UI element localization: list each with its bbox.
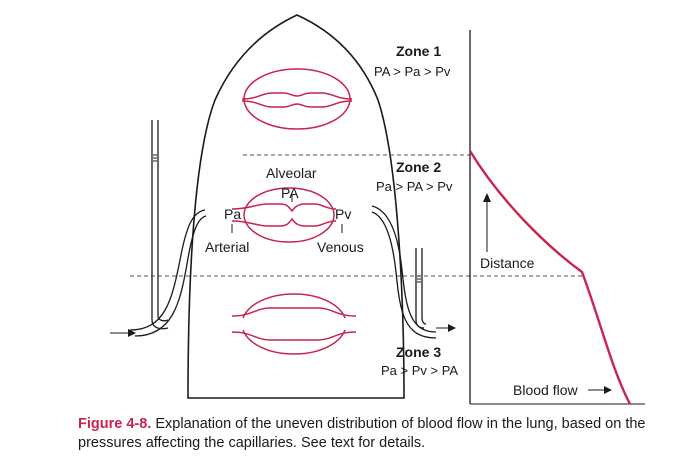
figure-caption-text: Explanation of the uneven distribution o… — [78, 416, 646, 451]
capillary-zone-1 — [228, 68, 366, 130]
p-arterial-label: Pa — [224, 206, 241, 222]
arterial-inflow-arrow — [110, 329, 136, 337]
p-alveolar-label: PA — [281, 185, 299, 201]
zone-2-equation: Pa > PA > Pv — [376, 179, 453, 194]
zone-3-equation: Pa > Pv > PA — [381, 363, 458, 378]
arterial-manometer — [129, 120, 207, 337]
p-venous-label: Pv — [335, 206, 351, 222]
lung-outline — [187, 14, 405, 399]
arterial-label: Arterial — [205, 239, 249, 255]
capillary-zone-3 — [231, 293, 357, 355]
zone-2-title: Zone 2 — [396, 159, 441, 175]
venous-label: Venous — [317, 239, 364, 255]
alveolar-label: Alveolar — [266, 165, 317, 181]
distance-label: Distance — [480, 255, 535, 271]
zone-3-title: Zone 3 — [396, 344, 441, 360]
blood-flow-curve — [468, 150, 632, 405]
capillary-zone-2 — [228, 187, 342, 243]
blood-flow-arrow — [588, 386, 612, 394]
figure-label: Figure 4-8. — [78, 416, 152, 432]
distance-arrow — [483, 193, 491, 252]
zone-1-title: Zone 1 — [396, 43, 441, 59]
venous-outflow-arrow — [436, 324, 456, 332]
blood-flow-label: Blood flow — [513, 382, 578, 398]
zone-1-equation: PA > Pa > Pv — [374, 64, 451, 79]
lung-zones-diagram: Alveolar PA Pa Pv Arterial Venous Zone 1… — [110, 14, 645, 405]
venous-manometer — [371, 205, 437, 339]
figure-caption: Figure 4-8. Explanation of the uneven di… — [78, 415, 678, 453]
